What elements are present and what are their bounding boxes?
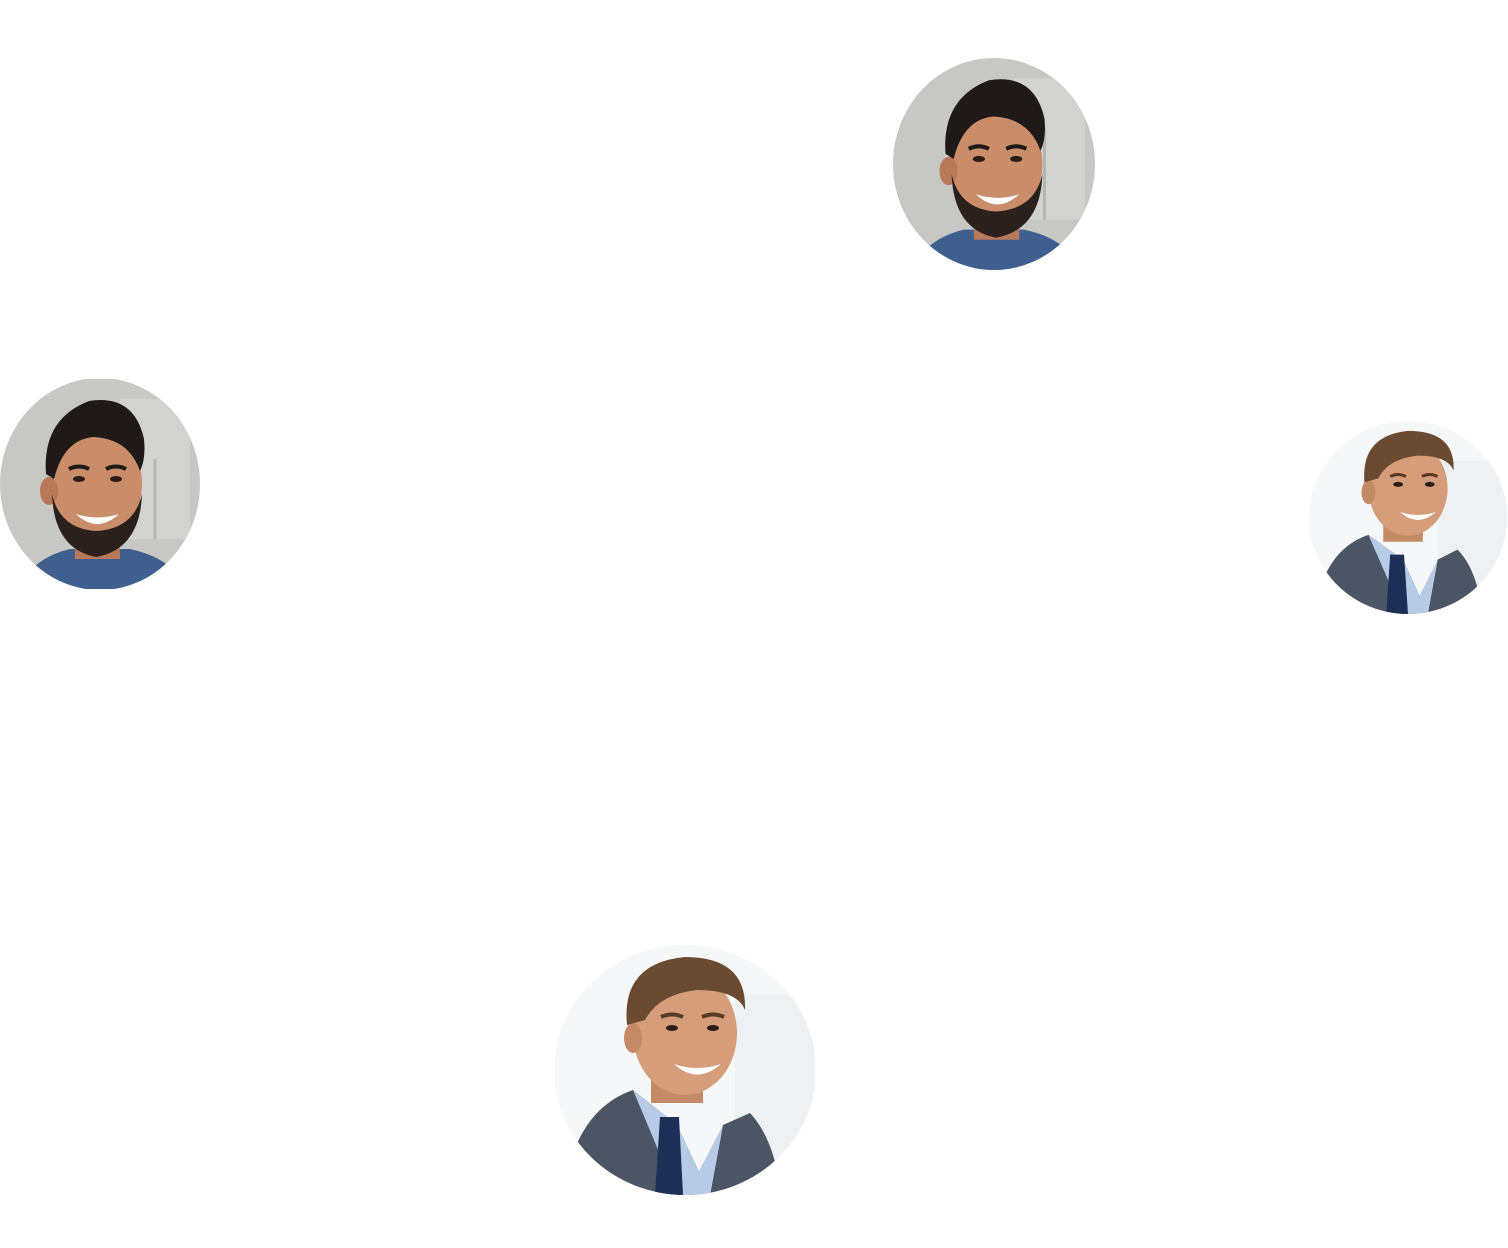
avatar[interactable] (0, 378, 200, 590)
avatar[interactable] (554, 945, 816, 1195)
bearded-man-portrait (893, 58, 1095, 270)
man-in-suit-portrait (1309, 421, 1507, 614)
avatar[interactable] (893, 58, 1095, 270)
bearded-man-portrait (0, 379, 200, 589)
avatar[interactable] (1309, 421, 1507, 614)
man-in-suit-portrait (555, 945, 815, 1195)
